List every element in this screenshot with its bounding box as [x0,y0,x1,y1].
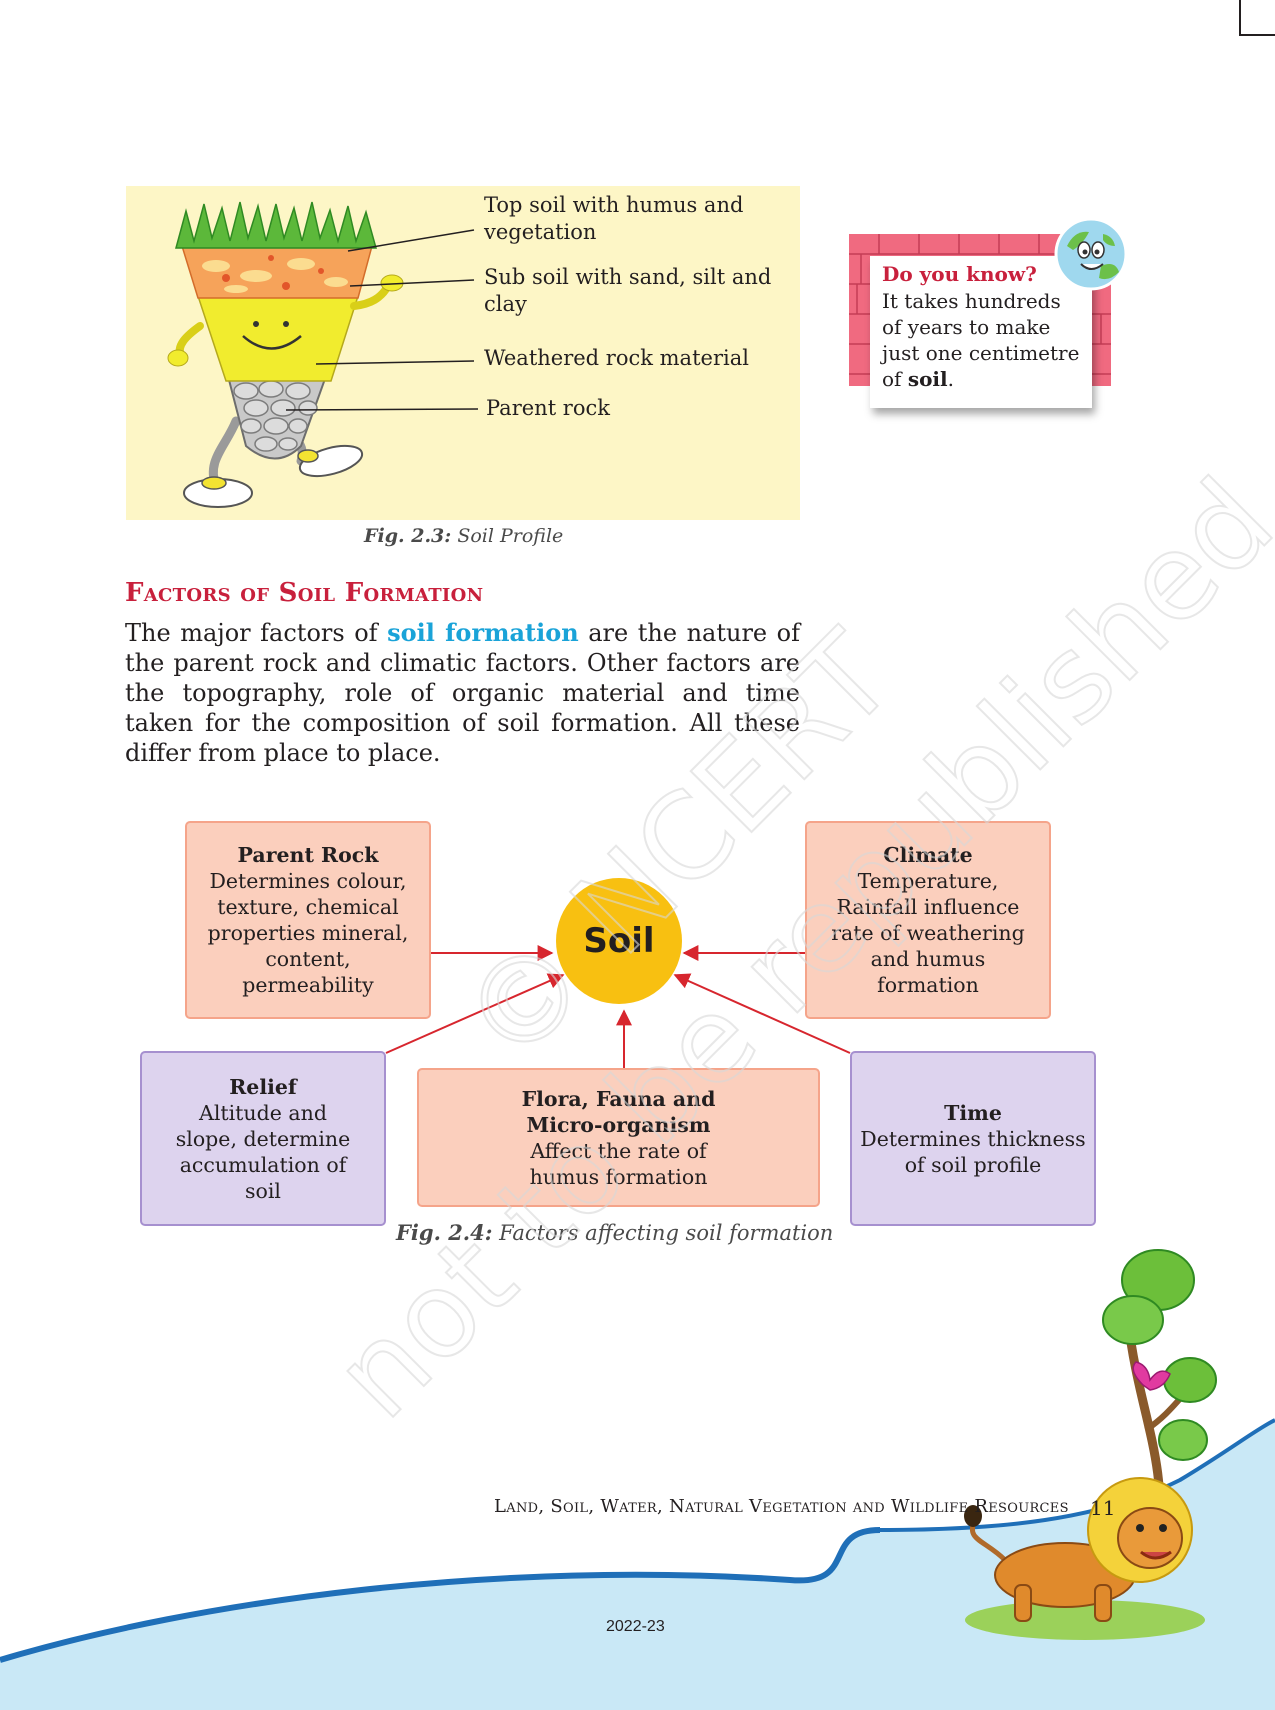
dyk-text-bold: soil [907,367,948,391]
factor-text: Altitude and slope, determine accumulati… [175,1100,351,1203]
caption-text: Soil Profile [457,525,564,547]
factor-parent-rock: Parent Rock Determines colour, texture, … [185,821,431,1019]
section-heading: Factors of Soil Formation [125,578,484,608]
factor-text: Temperature, Rainfall influence rate of … [831,869,1025,997]
label-parent-rock: Parent rock [486,396,610,420]
soil-center-circle: Soil [556,878,682,1004]
label-top-soil: Top soil with humus and vegetation [484,193,744,244]
arrow-relief [385,973,565,1054]
factor-relief: Relief Altitude and slope, determine acc… [140,1051,386,1226]
globe-mascot-icon [1054,217,1128,291]
caption-text: Factors affecting soil formation [499,1221,834,1245]
page-number: 11 [1090,1496,1116,1520]
edition-year: 2022-23 [606,1618,665,1635]
para-start: The major factors of [125,619,388,647]
lion-illustration [964,1477,1205,1640]
factor-text: Determines colour, texture, chemical pro… [207,869,409,997]
caption-number: Fig. 2.3: [364,525,452,547]
label-weathered-rock: Weathered rock material [484,346,749,370]
do-you-know-title: Do you know? [882,262,1037,286]
para-rest: are the nature of the parent rock and cl… [125,619,801,767]
factor-title: Relief [229,1074,297,1099]
section-paragraph: The major factors of soil formation are … [125,618,800,768]
running-title: Land, Soil, Water, Natural Vegetation an… [494,1496,1069,1517]
factor-time: Time Determines thickness of soil profil… [850,1051,1096,1226]
keyword-soil-formation: soil formation [387,618,579,647]
factor-title: Time [944,1100,1002,1125]
dyk-text-main: It takes hundreds of years to make just … [882,289,1080,391]
factor-title: Parent Rock [237,843,379,867]
do-you-know-card: Do you know? It takes hundreds of years … [870,256,1092,408]
factor-flora-fauna: Flora, Fauna and Micro-organism Affect t… [417,1068,820,1207]
factor-climate: Climate Temperature, Rainfall influence … [805,821,1051,1019]
arrow-time [673,973,851,1054]
label-sub-soil: Sub soil with sand, silt and clay [484,265,772,316]
figure-2-3-caption: Fig. 2.3: Soil Profile [364,525,563,547]
factor-title: Climate [883,843,973,867]
do-you-know-text: It takes hundreds of years to make just … [882,288,1080,392]
factor-title: Flora, Fauna and Micro-organism [521,1086,716,1137]
soil-cone-illustration [167,201,479,508]
crop-mark-top [1239,0,1275,36]
factor-text: Determines thickness of soil profile [860,1126,1086,1177]
figure-2-4-caption: Fig. 2.4: Factors affecting soil formati… [396,1220,833,1245]
caption-number: Fig. 2.4: [396,1220,493,1245]
dyk-text-end: . [947,367,954,391]
factor-text: Affect the rate of humus formation [529,1138,708,1189]
